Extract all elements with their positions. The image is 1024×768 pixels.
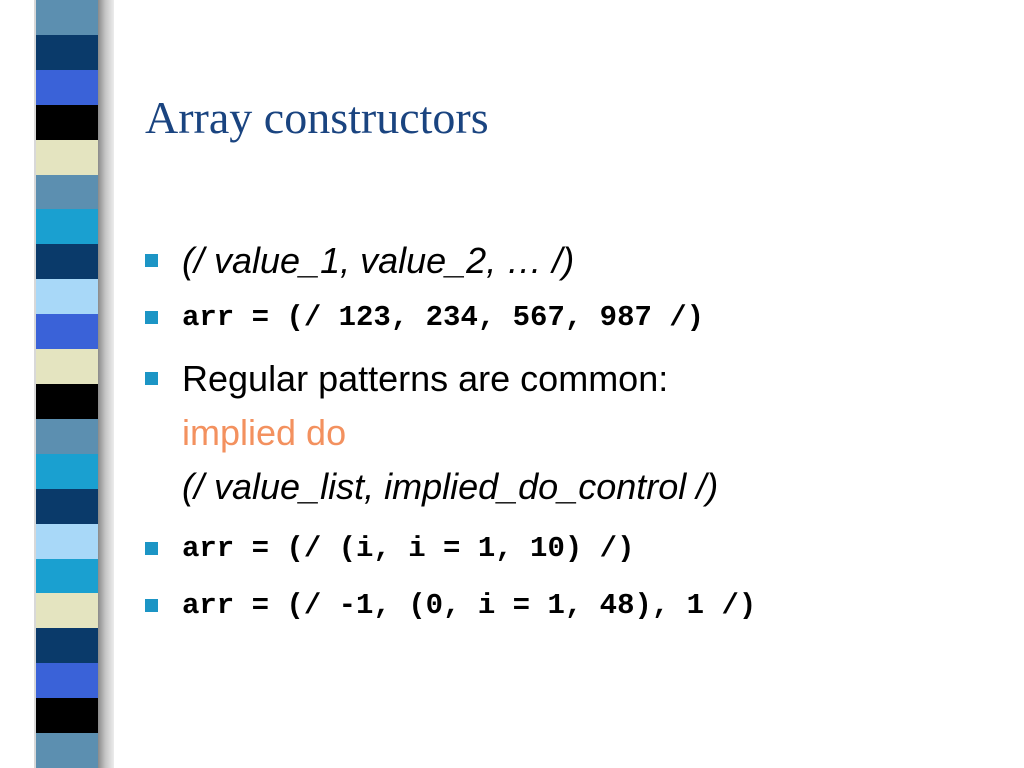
bullet-code: arr = (/ 123, 234, 567, 987 /) xyxy=(182,301,705,334)
decorative-stripe-shadow xyxy=(98,0,114,768)
bullet-example-nested: arr = (/ -1, (0, i = 1, 48), 1 /) xyxy=(145,586,1005,626)
decorative-stripe xyxy=(36,488,98,525)
decorative-stripe xyxy=(36,628,98,665)
decorative-stripe xyxy=(36,174,98,211)
decorative-stripe xyxy=(36,314,98,351)
decorative-stripe xyxy=(36,733,98,768)
decorative-stripe xyxy=(36,69,98,106)
decorative-stripe xyxy=(36,0,98,36)
slide-title: Array constructors xyxy=(145,92,489,143)
decorative-stripe xyxy=(36,209,98,246)
bullet-syntax-general: (/ value_1, value_2, … /) xyxy=(145,234,1005,288)
square-bullet-icon xyxy=(145,542,158,555)
decorative-stripe xyxy=(36,104,98,141)
decorative-stripe xyxy=(36,453,98,490)
decorative-stripe xyxy=(36,139,98,176)
square-bullet-icon xyxy=(145,599,158,612)
bullet-code: arr = (/ -1, (0, i = 1, 48), 1 /) xyxy=(182,589,757,622)
decorative-stripe xyxy=(36,418,98,455)
decorative-stripe-column xyxy=(36,0,98,768)
decorative-stripe xyxy=(36,34,98,71)
decorative-stripe xyxy=(36,698,98,735)
bullet-regular-patterns: Regular patterns are common: implied do … xyxy=(145,352,1005,518)
square-bullet-icon xyxy=(145,372,158,385)
decorative-stripe xyxy=(36,349,98,385)
decorative-stripe xyxy=(36,384,98,420)
decorative-stripe xyxy=(36,593,98,630)
decorative-stripe xyxy=(36,244,98,281)
decorative-stripe xyxy=(36,558,98,595)
bullet-code: arr = (/ (i, i = 1, 10) /) xyxy=(182,532,635,565)
bullet-text: (/ value_1, value_2, … /) xyxy=(182,240,575,281)
square-bullet-icon xyxy=(145,311,158,324)
implied-do-term: implied do xyxy=(182,412,347,453)
decorative-stripe xyxy=(36,663,98,700)
decorative-stripe xyxy=(36,279,98,316)
bullet-example-implied-do: arr = (/ (i, i = 1, 10) /) xyxy=(145,529,1005,569)
bullet-example-literal: arr = (/ 123, 234, 567, 987 /) xyxy=(145,298,1005,338)
bullet-text: Regular patterns are common: xyxy=(182,358,669,399)
decorative-stripe-edge xyxy=(34,0,36,768)
decorative-stripe xyxy=(36,523,98,560)
square-bullet-icon xyxy=(145,254,158,267)
implied-do-syntax: (/ value_list, implied_do_control /) xyxy=(182,466,719,507)
bullet-list: (/ value_1, value_2, … /) arr = (/ 123, … xyxy=(145,0,1005,768)
